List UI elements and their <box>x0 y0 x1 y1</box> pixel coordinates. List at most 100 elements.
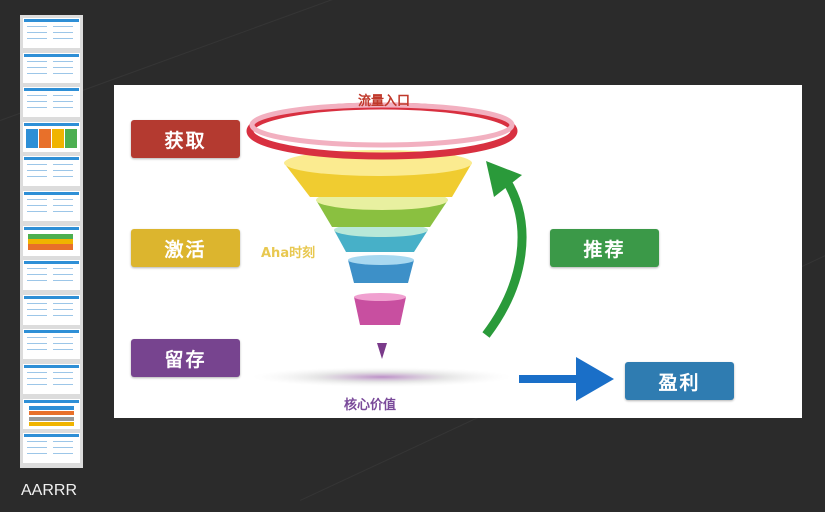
revenue-arrowhead <box>576 357 614 401</box>
thumbnail-text-line <box>27 447 47 449</box>
thumbnail-text-line <box>53 38 73 39</box>
thumbnail-text-line <box>53 26 73 27</box>
thumbnail-text-line <box>53 441 73 443</box>
base-shadow <box>252 367 512 387</box>
thumbnail-text-line <box>53 164 73 166</box>
presentation-title: AARRR <box>21 482 78 499</box>
funnel-tip <box>377 343 387 359</box>
thumbnail-text-line <box>53 302 73 304</box>
thumbnail-text-line <box>27 32 47 33</box>
thumbnail-block <box>28 243 73 250</box>
thumbnail-text-line <box>53 176 73 178</box>
thumbnail-text-line <box>53 211 73 212</box>
thumbnail-text-line <box>27 372 47 373</box>
slide-thumbnail[interactable] <box>23 121 80 152</box>
thumbnail-text-line <box>53 274 73 276</box>
slide-thumbnail[interactable] <box>23 225 80 256</box>
thumbnail-text-line <box>27 107 47 109</box>
thumbnail-text-line <box>27 302 47 304</box>
thumbnail-block <box>29 411 74 416</box>
thumbnail-header-bar <box>24 226 79 230</box>
thumbnail-text-line <box>27 274 47 276</box>
thumbnail-text-line <box>53 337 73 339</box>
slide-thumbnail-panel[interactable] <box>20 15 83 468</box>
thumbnail-text-line <box>27 72 47 74</box>
thumbnail-text-line <box>27 101 47 103</box>
slide-thumbnail[interactable] <box>23 87 80 118</box>
thumbnail-header-bar <box>24 122 79 126</box>
thumbnail-text-line <box>27 280 47 282</box>
thumbnail-text-line <box>27 164 47 166</box>
thumbnail-text-line <box>53 72 73 74</box>
stage-acquisition: 获取 <box>131 120 240 158</box>
slide-thumbnail[interactable] <box>23 364 80 394</box>
thumbnail-block <box>39 128 51 148</box>
thumbnail-text-line <box>27 38 47 39</box>
thumbnail-text-line <box>53 170 73 172</box>
funnel-graphic <box>246 102 614 401</box>
thumbnail-text-line <box>53 60 73 62</box>
thumbnail-header-bar <box>24 53 79 57</box>
thumbnail-text-line <box>27 66 47 68</box>
thumbnail-text-line <box>53 314 73 316</box>
thumbnail-text-line <box>53 280 73 282</box>
thumbnail-header-bar <box>24 261 79 265</box>
thumbnail-text-line <box>53 32 73 33</box>
stage-referral: 推荐 <box>550 229 659 267</box>
stage-activation: 激活 <box>131 229 240 267</box>
stage-retention: 留存 <box>131 339 240 377</box>
thumbnail-header-bar <box>24 434 79 438</box>
thumbnail-text-line <box>27 199 47 200</box>
thumbnail-text-line <box>53 384 73 385</box>
thumbnail-text-line <box>27 384 47 385</box>
thumbnail-header-bar <box>24 19 79 22</box>
slide-thumbnail[interactable] <box>23 433 80 464</box>
thumbnail-text-line <box>27 211 47 212</box>
thumbnail-text-line <box>53 447 73 449</box>
thumbnail-header-bar <box>24 192 79 195</box>
thumbnail-header-bar <box>24 88 79 92</box>
referral-arrowhead <box>486 161 522 197</box>
referral-arrow <box>482 177 527 338</box>
traffic-entry-label: 流量入口 <box>358 94 411 109</box>
thumbnail-block <box>52 128 64 148</box>
thumbnail-text-line <box>27 343 47 345</box>
thumbnail-text-line <box>53 101 73 103</box>
thumbnail-header-bar <box>24 399 79 403</box>
slide-preview: 流量入口 核心价值 Aha时刻 获取 激活 留存 推荐 盈利 <box>114 85 802 418</box>
slide-thumbnail[interactable] <box>23 398 80 429</box>
aha-moment-label: Aha时刻 <box>261 246 316 261</box>
thumbnail-text-line <box>53 205 73 206</box>
thumbnail-text-line <box>53 308 73 310</box>
thumbnail-text-line <box>27 453 47 455</box>
thumbnail-text-line <box>27 441 47 443</box>
thumbnail-text-line <box>53 268 73 270</box>
thumbnail-header-bar <box>24 157 79 161</box>
thumbnail-text-line <box>27 349 47 351</box>
funnel-layer-blue <box>348 260 414 283</box>
thumbnail-block <box>26 128 38 148</box>
thumbnail-text-line <box>53 372 73 373</box>
thumbnail-text-line <box>27 60 47 62</box>
slide-thumbnail[interactable] <box>23 329 80 360</box>
thumbnail-text-line <box>27 378 47 379</box>
slide-thumbnail[interactable] <box>23 260 80 291</box>
thumbnail-block <box>28 233 73 240</box>
thumbnail-text-line <box>53 95 73 97</box>
slide-thumbnail[interactable] <box>23 156 80 187</box>
thumbnail-header-bar <box>24 330 79 334</box>
thumbnail-text-line <box>53 349 73 351</box>
slide-thumbnail[interactable] <box>23 191 80 221</box>
funnel-top-ring <box>246 102 518 160</box>
slide-thumbnail[interactable] <box>23 52 80 83</box>
thumbnail-text-line <box>27 337 47 339</box>
core-value-label: 核心价值 <box>344 398 397 413</box>
thumbnail-text-line <box>27 268 47 270</box>
slide-thumbnail[interactable] <box>23 294 80 325</box>
thumbnail-text-line <box>27 176 47 178</box>
thumbnail-text-line <box>27 308 47 310</box>
slide-thumbnail[interactable] <box>23 18 80 48</box>
thumbnail-text-line <box>27 314 47 316</box>
thumbnail-text-line <box>27 95 47 97</box>
thumbnail-text-line <box>53 378 73 379</box>
